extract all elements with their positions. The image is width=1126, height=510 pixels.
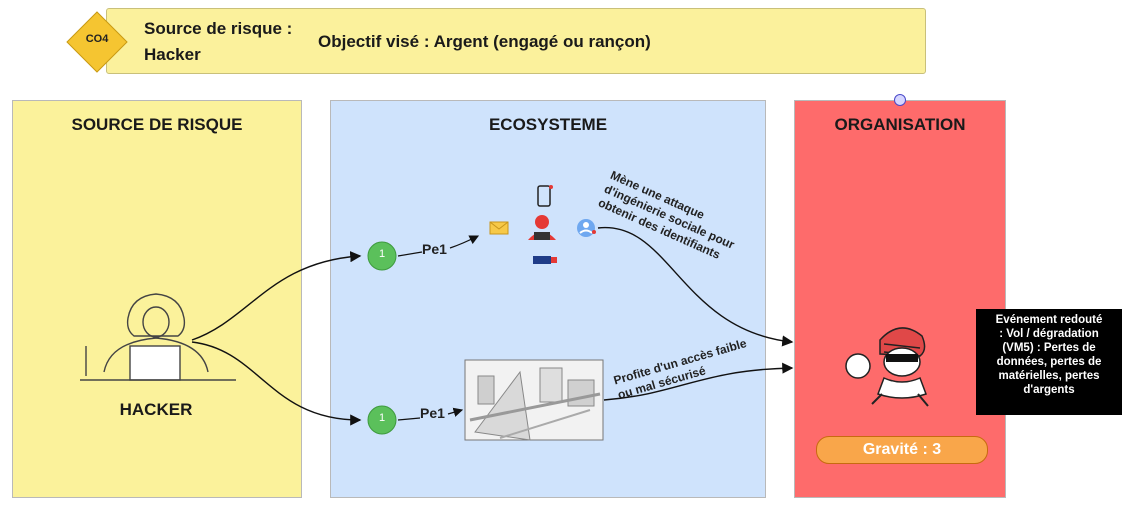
source-line2: Hacker — [144, 45, 201, 64]
event-line3: (VM5) : Pertes de — [1002, 342, 1096, 354]
usb-key-icon — [533, 256, 557, 264]
source-column: SOURCE DE RISQUE — [12, 100, 302, 498]
phone-icon — [537, 185, 553, 207]
path-node-2 — [367, 405, 397, 435]
feared-event-box: Evénement redouté : Vol / dégradation (V… — [976, 309, 1122, 415]
email-icon — [489, 221, 509, 235]
path-node-1 — [367, 241, 397, 271]
arrow-to-org-1 — [597, 227, 794, 347]
source-title: Source de risque : Hacker — [144, 16, 292, 68]
header-banner — [106, 8, 926, 74]
attacker-icon — [528, 215, 556, 240]
user-icon — [577, 219, 596, 237]
arrow-path-1 — [191, 251, 362, 341]
selection-handle[interactable] — [894, 94, 906, 106]
path-node-2-label: 1 — [378, 412, 386, 424]
arrow-path-2 — [191, 341, 362, 426]
ecosystem-column-title: ECOSYSTEME — [488, 115, 608, 134]
code-badge: CO4 — [85, 33, 109, 45]
gravity-badge: Gravité : 3 — [816, 436, 988, 464]
city-image — [464, 359, 604, 441]
arrow-to-org-2 — [603, 362, 794, 401]
hacker-label: HACKER — [119, 400, 193, 419]
source-column-title: SOURCE DE RISQUE — [71, 115, 243, 134]
event-line1: Evénement redouté — [995, 314, 1103, 326]
path-node-1-label: 1 — [378, 248, 386, 260]
event-line6: d'argents — [1023, 384, 1075, 396]
thief-icon — [845, 327, 929, 407]
path-2-label: Pe1 — [420, 405, 445, 421]
source-line1: Source de risque : — [144, 19, 293, 38]
event-line2: : Vol / dégradation — [999, 328, 1099, 340]
objective-text: Objectif visé : Argent (engagé ou rançon… — [318, 32, 651, 51]
code-diamond-icon — [66, 11, 128, 73]
event-line4: données, pertes de — [996, 356, 1102, 368]
path-1-label: Pe1 — [422, 241, 447, 257]
organisation-column: ORGANISATION — [794, 100, 1006, 498]
event-line5: matérielles, pertes — [998, 370, 1100, 382]
organisation-column-title: ORGANISATION — [834, 115, 966, 134]
hacker-icon — [80, 293, 236, 381]
